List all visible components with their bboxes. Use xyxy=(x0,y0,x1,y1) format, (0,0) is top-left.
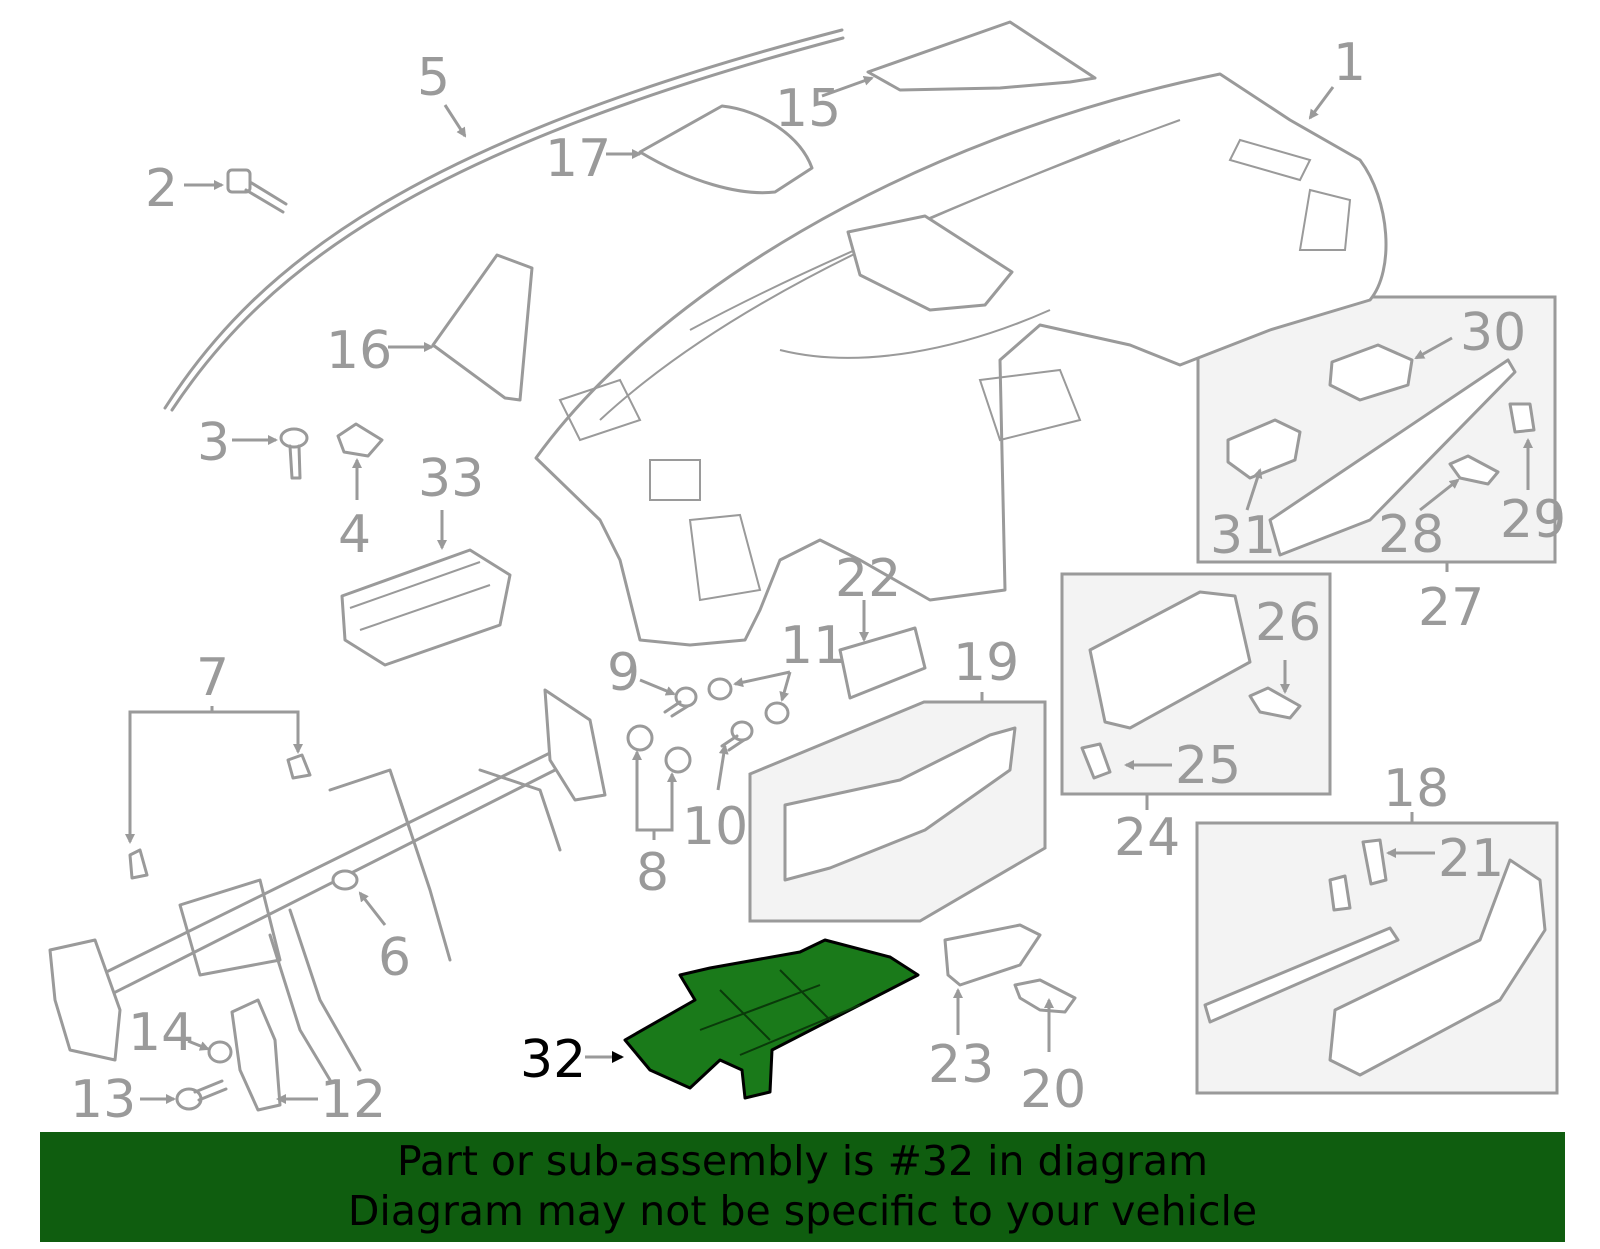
callout-4: 4 xyxy=(338,505,371,565)
callout-12: 12 xyxy=(320,1070,386,1130)
callout-33: 33 xyxy=(418,449,484,509)
part-23-bracket xyxy=(943,923,1042,987)
callout-6: 6 xyxy=(378,928,411,988)
callout-8: 8 xyxy=(636,843,669,903)
callout-25: 25 xyxy=(1175,736,1241,796)
part-2-bolt xyxy=(226,168,288,214)
part-19-knee-bolster xyxy=(783,726,1017,882)
part-13-bolt xyxy=(175,1079,228,1111)
callout-1: 1 xyxy=(1333,33,1366,93)
part-21-latch xyxy=(1361,838,1388,886)
info-banner: Part or sub-assembly is #32 in diagram D… xyxy=(40,1132,1565,1242)
callout-31: 31 xyxy=(1210,506,1276,566)
callout-27: 27 xyxy=(1418,578,1484,638)
callout-16: 16 xyxy=(326,321,392,381)
callout-24: 24 xyxy=(1114,808,1180,868)
part-11-grommets xyxy=(707,677,790,725)
part-27-trim-panel xyxy=(1268,358,1517,557)
part-3-screw xyxy=(279,427,309,480)
part-18-glove-box xyxy=(1203,838,1547,1077)
callout-21: 21 xyxy=(1438,829,1504,889)
part-31-air-vent xyxy=(1226,418,1302,480)
part-4-clip xyxy=(336,422,384,458)
part-32-under-cover xyxy=(623,938,920,1100)
callout-23: 23 xyxy=(928,1035,994,1095)
callout-5: 5 xyxy=(417,48,450,108)
callout-10: 10 xyxy=(682,797,748,857)
part-5-trim-strip xyxy=(163,28,845,412)
banner-line-1: Part or sub-assembly is #32 in diagram xyxy=(396,1137,1209,1185)
part-9-bolt xyxy=(663,686,698,718)
part-14-nut xyxy=(207,1040,233,1064)
callout-7: 7 xyxy=(196,648,229,708)
part-20-clip xyxy=(1013,978,1077,1014)
callout-13: 13 xyxy=(70,1070,136,1130)
callout-22: 22 xyxy=(835,549,901,609)
callout-3: 3 xyxy=(197,413,230,473)
part-10-bolt xyxy=(720,720,754,752)
part-25-clip xyxy=(1080,742,1112,780)
leader-lines xyxy=(125,76,1533,1104)
callout-2: 2 xyxy=(145,159,178,219)
callout-15: 15 xyxy=(775,79,841,139)
part-1-instrument-panel xyxy=(534,72,1388,647)
callout-11: 11 xyxy=(780,616,846,676)
callout-labels: 1 2 3 4 5 6 7 8 9 10 11 12 13 14 15 16 1… xyxy=(70,33,1566,1130)
callout-14: 14 xyxy=(128,1003,194,1063)
part-7-cross-car-beam xyxy=(48,688,607,1082)
part-8-clips xyxy=(626,724,692,774)
part-29-clip xyxy=(1508,402,1536,434)
callout-26: 26 xyxy=(1255,593,1321,653)
part-24-display-housing xyxy=(1088,590,1252,730)
part-26-clip xyxy=(1248,686,1302,720)
callout-30: 30 xyxy=(1460,303,1526,363)
part-6-clip xyxy=(331,869,359,891)
callout-19: 19 xyxy=(953,633,1019,693)
callout-18: 18 xyxy=(1383,759,1449,819)
callout-32: 32 xyxy=(520,1030,586,1090)
part-17-speaker-cover xyxy=(638,104,814,195)
part-30-air-vent xyxy=(1328,343,1414,402)
part-16-side-trim xyxy=(431,253,534,402)
callout-9: 9 xyxy=(607,643,640,703)
banner-line-2: Diagram may not be specific to your vehi… xyxy=(347,1187,1258,1235)
part-22-bezel xyxy=(838,626,927,700)
callout-20: 20 xyxy=(1020,1060,1086,1120)
part-12-bracket xyxy=(230,998,282,1112)
callout-28: 28 xyxy=(1378,505,1444,565)
callout-17: 17 xyxy=(545,129,611,189)
part-15-defroster-grille xyxy=(866,20,1097,92)
callout-29: 29 xyxy=(1500,490,1566,550)
part-28-clip xyxy=(1448,454,1500,486)
part-33-airbag xyxy=(340,548,512,667)
